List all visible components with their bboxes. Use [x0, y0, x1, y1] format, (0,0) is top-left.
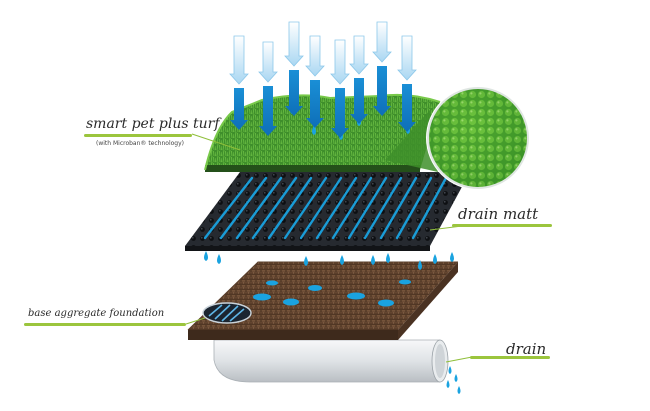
drain-matt-layer: [185, 172, 470, 251]
down-arrow-icon: [229, 35, 249, 85]
down-arrow-icon: [373, 66, 391, 116]
label-base-aggregate: base aggregate foundation: [28, 308, 165, 319]
down-arrow-icon: [284, 21, 304, 67]
label-drain-matt: drain matt: [458, 205, 539, 223]
rule-drain-matt: [452, 224, 552, 227]
down-arrow-icon: [398, 84, 416, 132]
down-arrow-icon: [306, 80, 324, 128]
rain-arrows: [229, 21, 417, 138]
base-aggregate-layer: [187, 261, 458, 340]
down-arrow-icon: [331, 88, 349, 138]
down-arrow-icon: [372, 21, 392, 63]
down-arrow-icon: [230, 88, 248, 130]
down-arrow-icon: [285, 70, 303, 116]
magnifier-circle-icon: [385, 86, 530, 190]
label-drain: drain: [506, 340, 547, 358]
rule-turf: [84, 134, 192, 137]
down-arrow-icon: [330, 39, 350, 85]
water-drops-pipe: [446, 366, 461, 394]
label-turf-sub: (with Microban® technology): [96, 140, 184, 147]
rule-drain: [470, 356, 550, 359]
water-puddles: [253, 279, 411, 307]
down-arrow-icon: [305, 35, 325, 77]
down-arrow-icon: [258, 41, 278, 83]
label-turf: smart pet plus turf: [86, 116, 220, 132]
water-drops-lower: [204, 251, 454, 270]
down-arrow-icon: [349, 35, 369, 75]
rule-base-aggregate: [24, 323, 186, 326]
down-arrow-icon: [259, 86, 277, 136]
down-arrow-icon: [397, 35, 417, 81]
drain-pipe: [213, 339, 449, 383]
down-arrow-icon: [350, 78, 368, 124]
drain-grate-icon: [202, 302, 252, 324]
